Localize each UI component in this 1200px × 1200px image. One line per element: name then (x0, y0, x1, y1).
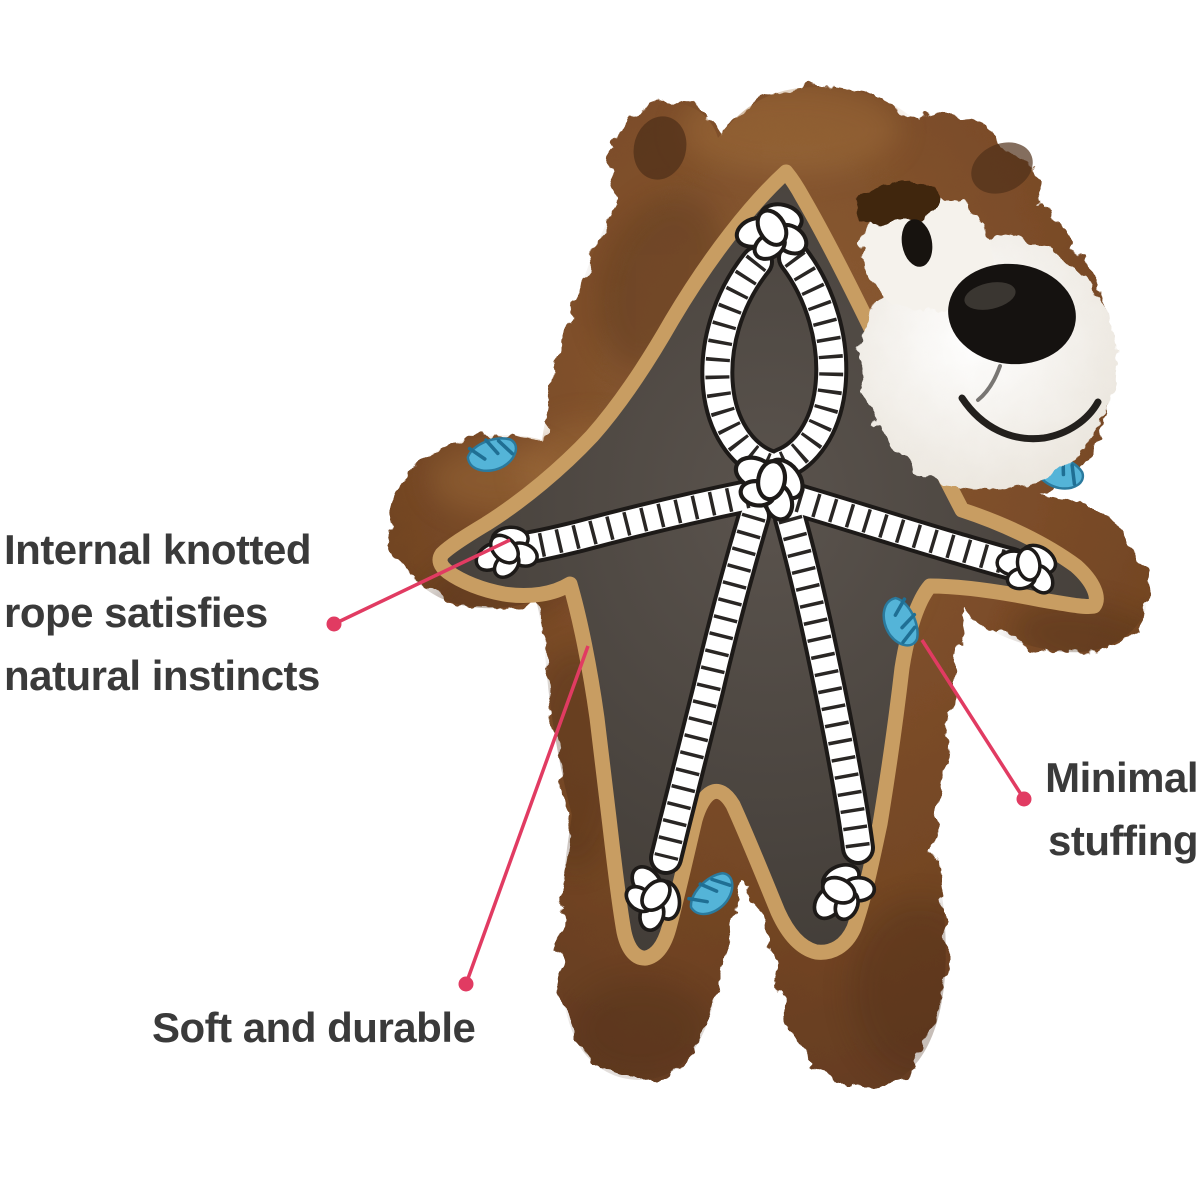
annotation-soft-durable-label: Soft and durable (152, 1004, 476, 1051)
leader-line-minimal-stuffing (920, 639, 1026, 800)
bear-head (851, 181, 1116, 490)
cutaway-panel (432, 164, 1104, 966)
rope-strands (501, 241, 1029, 875)
stuffing-bit-left-arm (466, 437, 518, 473)
annotation-minimal-stuffing-label: Minimal stuffing (1045, 754, 1198, 864)
philtrum (976, 364, 1002, 402)
stuffing-bit-right-torso (882, 596, 919, 647)
cutaway-interior (432, 164, 1104, 966)
right-ear-inner (971, 142, 1033, 194)
leader-line-internal-rope (333, 538, 511, 626)
stuffing-bits (466, 437, 1085, 916)
left-ear-inner (633, 116, 687, 180)
nose-highlight (964, 282, 1016, 310)
annotation-internal-rope-label: Internal knotted rope satisfies natural … (4, 526, 320, 699)
leader-line-soft-durable (464, 645, 590, 985)
stuffing-bit-left-leg (687, 871, 734, 916)
eye (901, 219, 933, 267)
internal-rope (463, 201, 1071, 943)
leader-dot-minimal-stuffing (1016, 791, 1032, 807)
leader-dot-internal-rope (326, 616, 342, 632)
annotation-lines (326, 538, 1032, 992)
leader-dot-soft-durable (458, 976, 474, 992)
mouth (958, 394, 1102, 443)
brow-tuft (851, 181, 943, 225)
